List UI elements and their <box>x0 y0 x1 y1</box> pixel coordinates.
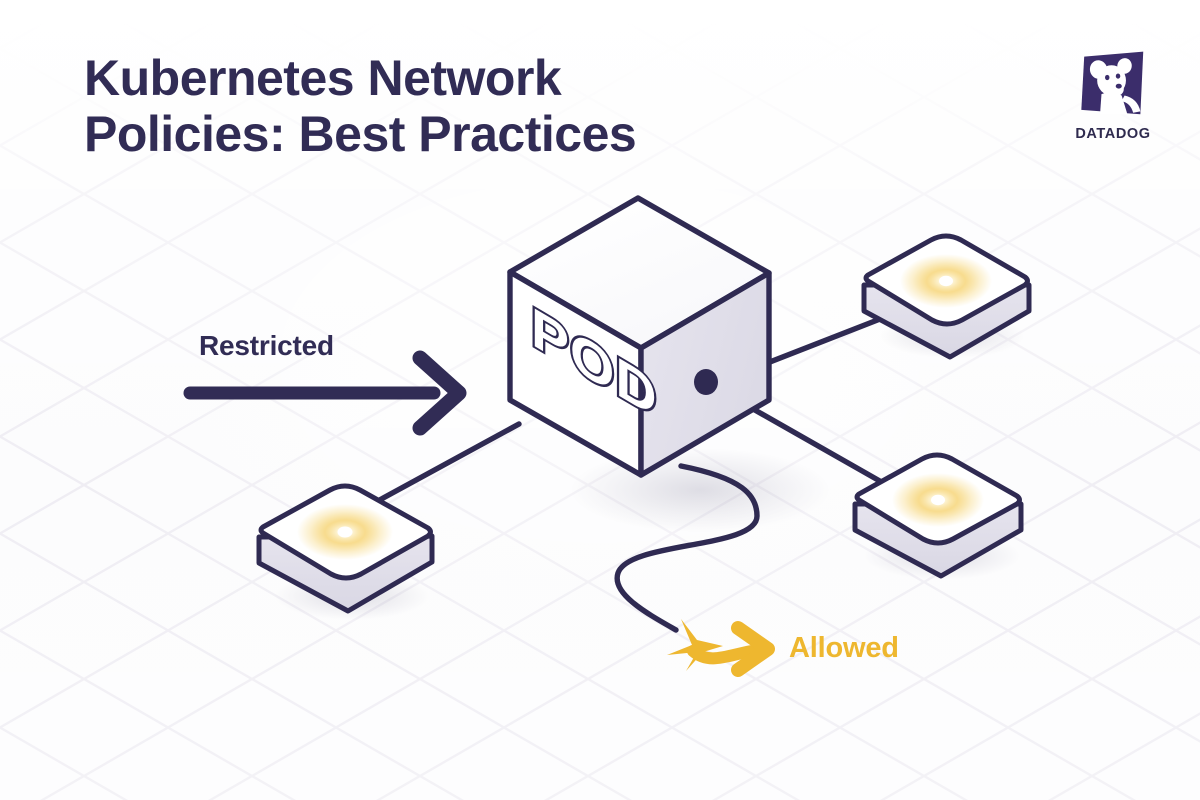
allowed-arrow <box>667 619 775 677</box>
pod-cube: POD <box>507 195 772 478</box>
datadog-dog-logo-icon <box>1081 51 1144 115</box>
restricted-label: Restricted <box>199 330 334 361</box>
pod-egress-dot <box>694 369 718 395</box>
datadog-wordmark: DATADOG <box>1075 126 1151 142</box>
restricted-arrow <box>183 350 467 436</box>
allowed-label: Allowed <box>789 632 899 664</box>
header: Kubernetes Network Policies: Best Practi… <box>84 50 1014 162</box>
page-title: Kubernetes Network Policies: Best Practi… <box>84 50 637 162</box>
datadog-logo: DATADOG <box>1058 48 1168 142</box>
